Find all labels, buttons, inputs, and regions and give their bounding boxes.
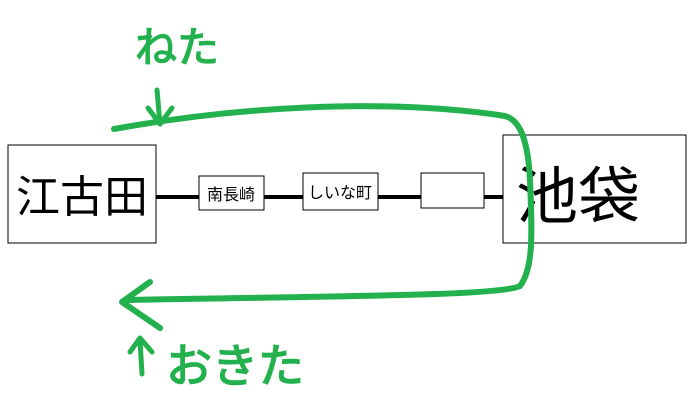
station-box-shiinamachi (302, 172, 379, 211)
station-label-ikebukuro: 池袋 (516, 160, 640, 233)
station-box-minami-nagasaki (198, 175, 265, 211)
annotation-top: ねた (135, 23, 219, 72)
station-label-shiinamachi: しいな町 (308, 183, 372, 202)
station-label-ekoda: 江古田 (16, 172, 148, 223)
down-arrow-shaft (154, 87, 163, 127)
station-box-empty (420, 172, 485, 209)
station-label-minami-nagasaki: 南長崎 (207, 185, 255, 204)
station-box-ekoda (7, 144, 157, 244)
loop-arrowhead (119, 279, 163, 331)
down-arrow-head (145, 105, 175, 127)
up-arrow-shaft (137, 337, 145, 377)
up-arrow-head (127, 335, 155, 355)
annotation-bottom: おきた (166, 339, 304, 393)
travel-loop-path (111, 103, 535, 303)
